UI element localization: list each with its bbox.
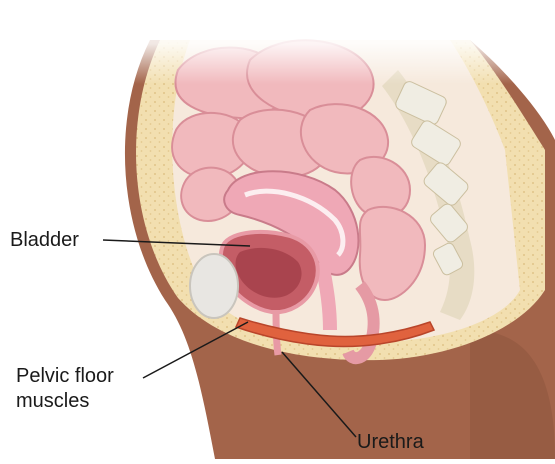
bladder-label: Bladder: [10, 228, 79, 252]
top-fade: [0, 0, 555, 200]
pelvic-floor-label-line1: Pelvic floor: [16, 364, 114, 388]
pubic-bone: [190, 254, 238, 318]
pelvic-floor-label-line2: muscles: [16, 389, 89, 413]
urethra-label: Urethra: [357, 430, 424, 454]
